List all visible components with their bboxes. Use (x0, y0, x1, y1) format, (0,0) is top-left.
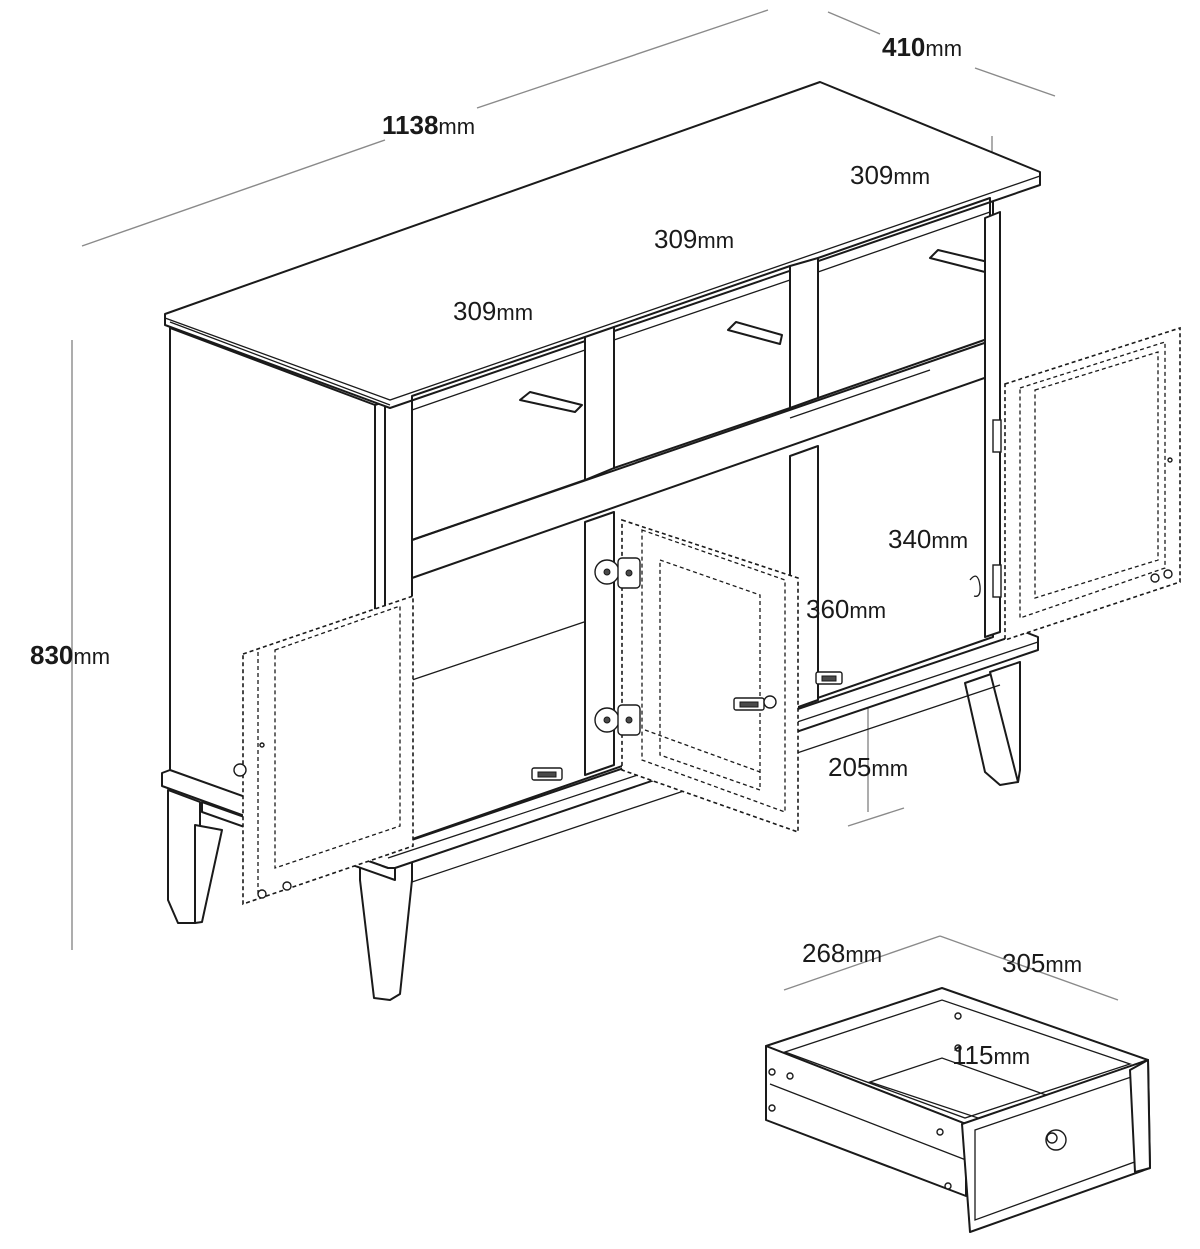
hinges (594, 419, 1002, 736)
drawer-opening-left-label: 309mm (453, 296, 533, 326)
sideboard-top (164, 81, 1041, 409)
drawer-depth-label: 305mm (1002, 948, 1082, 978)
drawer-width-label: 268mm (802, 938, 882, 968)
door-catches (233, 671, 843, 781)
knob-icon (763, 695, 777, 709)
height-label: 830mm (30, 640, 110, 670)
drawer-detail (765, 987, 1151, 1233)
dimension-labels: 1138mm 410mm 830mm 309mm 309mm 309mm 340… (30, 32, 1082, 1070)
drawer-opening-middle-label: 309mm (654, 224, 734, 254)
knob-icon (233, 763, 247, 777)
left-open-door (242, 594, 414, 906)
hook-icon (969, 575, 981, 597)
right-open-door (1004, 326, 1181, 642)
hinge-icon (992, 419, 1002, 453)
drawer-height-label: 115mm (952, 1040, 1030, 1070)
cabinet-height-label: 340mm (888, 524, 968, 554)
hinge-icon (594, 704, 641, 736)
center-open-door (621, 518, 799, 834)
depth-label: 410mm (882, 32, 962, 62)
right-back-leg (964, 661, 1021, 786)
cabinet-depth-label: 360mm (806, 594, 886, 624)
leg-height-label: 205mm (828, 752, 908, 782)
hinge-icon (992, 564, 1002, 598)
hinge-icon (594, 557, 641, 589)
width-label: 1138mm (382, 110, 475, 140)
left-back-leg (167, 789, 223, 924)
drawer-opening-right-label: 309mm (850, 160, 930, 190)
